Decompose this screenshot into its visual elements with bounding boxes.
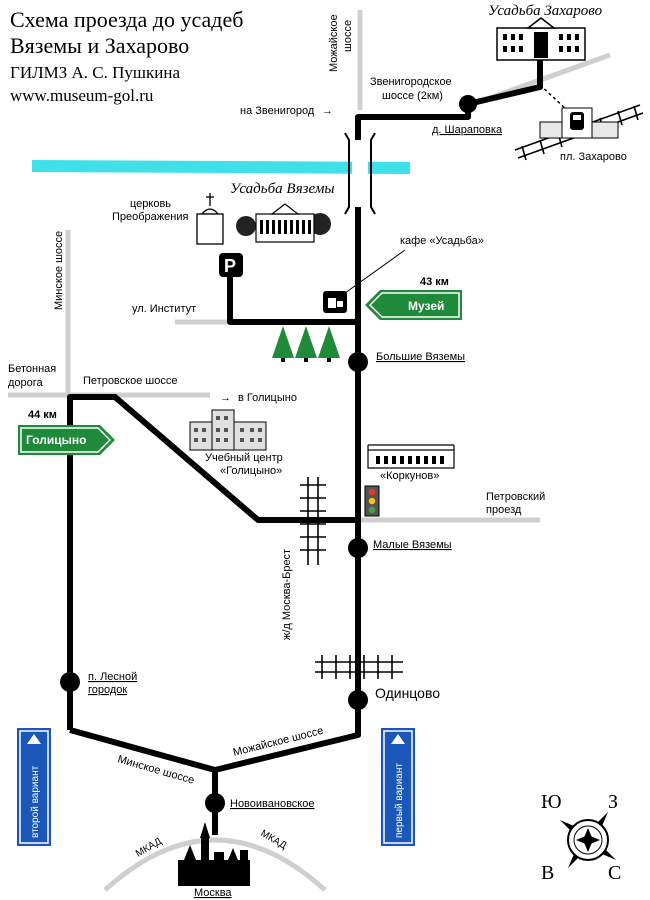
- compass-label-ne: Ю: [541, 791, 562, 813]
- vyazemy-estate-icon: [236, 203, 331, 243]
- label-petrovsky-2: проезд: [486, 504, 522, 516]
- bridge: [344, 132, 376, 215]
- svg-text:второй вариант: второй вариант: [30, 765, 41, 838]
- label-usadba-zakharovo: Усадьба Захарово: [488, 3, 603, 19]
- label-ul-institut: ул. Институт: [132, 303, 196, 315]
- label-moskva: Москва: [194, 887, 232, 899]
- label-mozh-shosse-top-2: шоссе: [342, 20, 354, 52]
- parking-icon: P: [219, 253, 243, 277]
- label-minskoe-shosse-left: Минское шоссе: [53, 231, 65, 310]
- label-bolshie-vyazemy: Большие Вяземы: [376, 351, 465, 363]
- title-url: www.museum-gol.ru: [10, 86, 154, 105]
- train-station-icon: [539, 107, 619, 139]
- label-zvenigorod-shosse-1: Звенигородское: [370, 76, 452, 88]
- label-v-golitsyno: в Голицыно: [238, 392, 297, 404]
- compass-rose-icon: [560, 812, 616, 868]
- title-line-1: Схема проезда до усадеб: [10, 7, 243, 32]
- zakharovo-house-icon: [496, 17, 586, 61]
- church-icon: [196, 193, 224, 245]
- compass-label-sw: В: [541, 862, 554, 884]
- museum-sign: Музей: [365, 290, 462, 320]
- first-variant-sign: первый вариант: [381, 728, 415, 846]
- label-lesnoy-2: городок: [88, 684, 127, 696]
- label-usadba-vyazemy: Усадьба Вяземы: [230, 181, 335, 197]
- svg-text:P: P: [224, 256, 236, 276]
- arrow-right-icon-2: →: [220, 392, 231, 404]
- cafe-icon: [323, 291, 347, 313]
- compass-label-nw: З: [608, 791, 618, 813]
- label-railway: ж/д Москва-Брест: [281, 549, 293, 640]
- label-petrovsky-1: Петровский: [486, 491, 545, 503]
- second-variant-sign: второй вариант: [17, 728, 51, 846]
- label-betonnaya-2: дорога: [8, 377, 44, 389]
- title-line-3: ГИЛМЗ А. С. Пушкина: [10, 63, 180, 82]
- arrow-right-icon: →: [322, 105, 333, 117]
- title-line-2: Вяземы и Захарово: [10, 33, 189, 58]
- label-na-zvenigorod: на Звенигород: [240, 105, 315, 117]
- label-korkunov: «Коркунов»: [380, 470, 439, 482]
- river: [32, 160, 410, 174]
- traffic-light-icon: [364, 485, 380, 517]
- forest-icon: [272, 326, 340, 362]
- label-km-43: 43 км: [420, 276, 449, 288]
- label-tserkov-2: Преображения: [112, 211, 188, 223]
- railway-vertical: [300, 477, 326, 565]
- svg-text:Голицыно: Голицыно: [26, 433, 86, 447]
- label-sharapovka: д. Шараповка: [432, 124, 503, 136]
- railway-odintsovo: [315, 655, 403, 679]
- label-zvenigorod-shosse-2: шоссе (2км): [382, 90, 443, 102]
- svg-text:Музей: Музей: [408, 299, 444, 313]
- korkunov-factory-icon: [367, 444, 455, 469]
- kafe-pointer: [344, 249, 406, 294]
- svg-text:первый вариант: первый вариант: [394, 763, 405, 838]
- training-center-icon: [189, 409, 267, 451]
- compass-label-se: С: [608, 862, 621, 884]
- label-tserkov-1: церковь: [130, 198, 171, 210]
- label-petrovskoe: Петровское шоссе: [83, 375, 177, 387]
- station-dots: [60, 95, 477, 813]
- moscow-skyline-icon: [178, 822, 250, 886]
- label-novoivanovskoe: Новоивановское: [230, 798, 314, 810]
- label-malye-vyazemy: Малые Вяземы: [373, 539, 452, 551]
- label-lesnoy-1: п. Лесной: [88, 671, 137, 683]
- label-pl-zakharovo: пл. Захарово: [560, 151, 627, 163]
- label-uchebny-1: Учебный центр: [205, 452, 283, 464]
- label-odintsovo: Одинцово: [375, 685, 440, 701]
- golitsyno-sign: Голицыно: [18, 425, 115, 455]
- label-betonnaya-1: Бетонная: [8, 363, 56, 375]
- label-kafe: кафе «Усадьба»: [400, 235, 484, 247]
- label-mozh-shosse-top: Можайское: [328, 14, 340, 72]
- label-uchebny-2: «Голицыно»: [220, 465, 282, 477]
- label-km-44: 44 км: [28, 409, 57, 421]
